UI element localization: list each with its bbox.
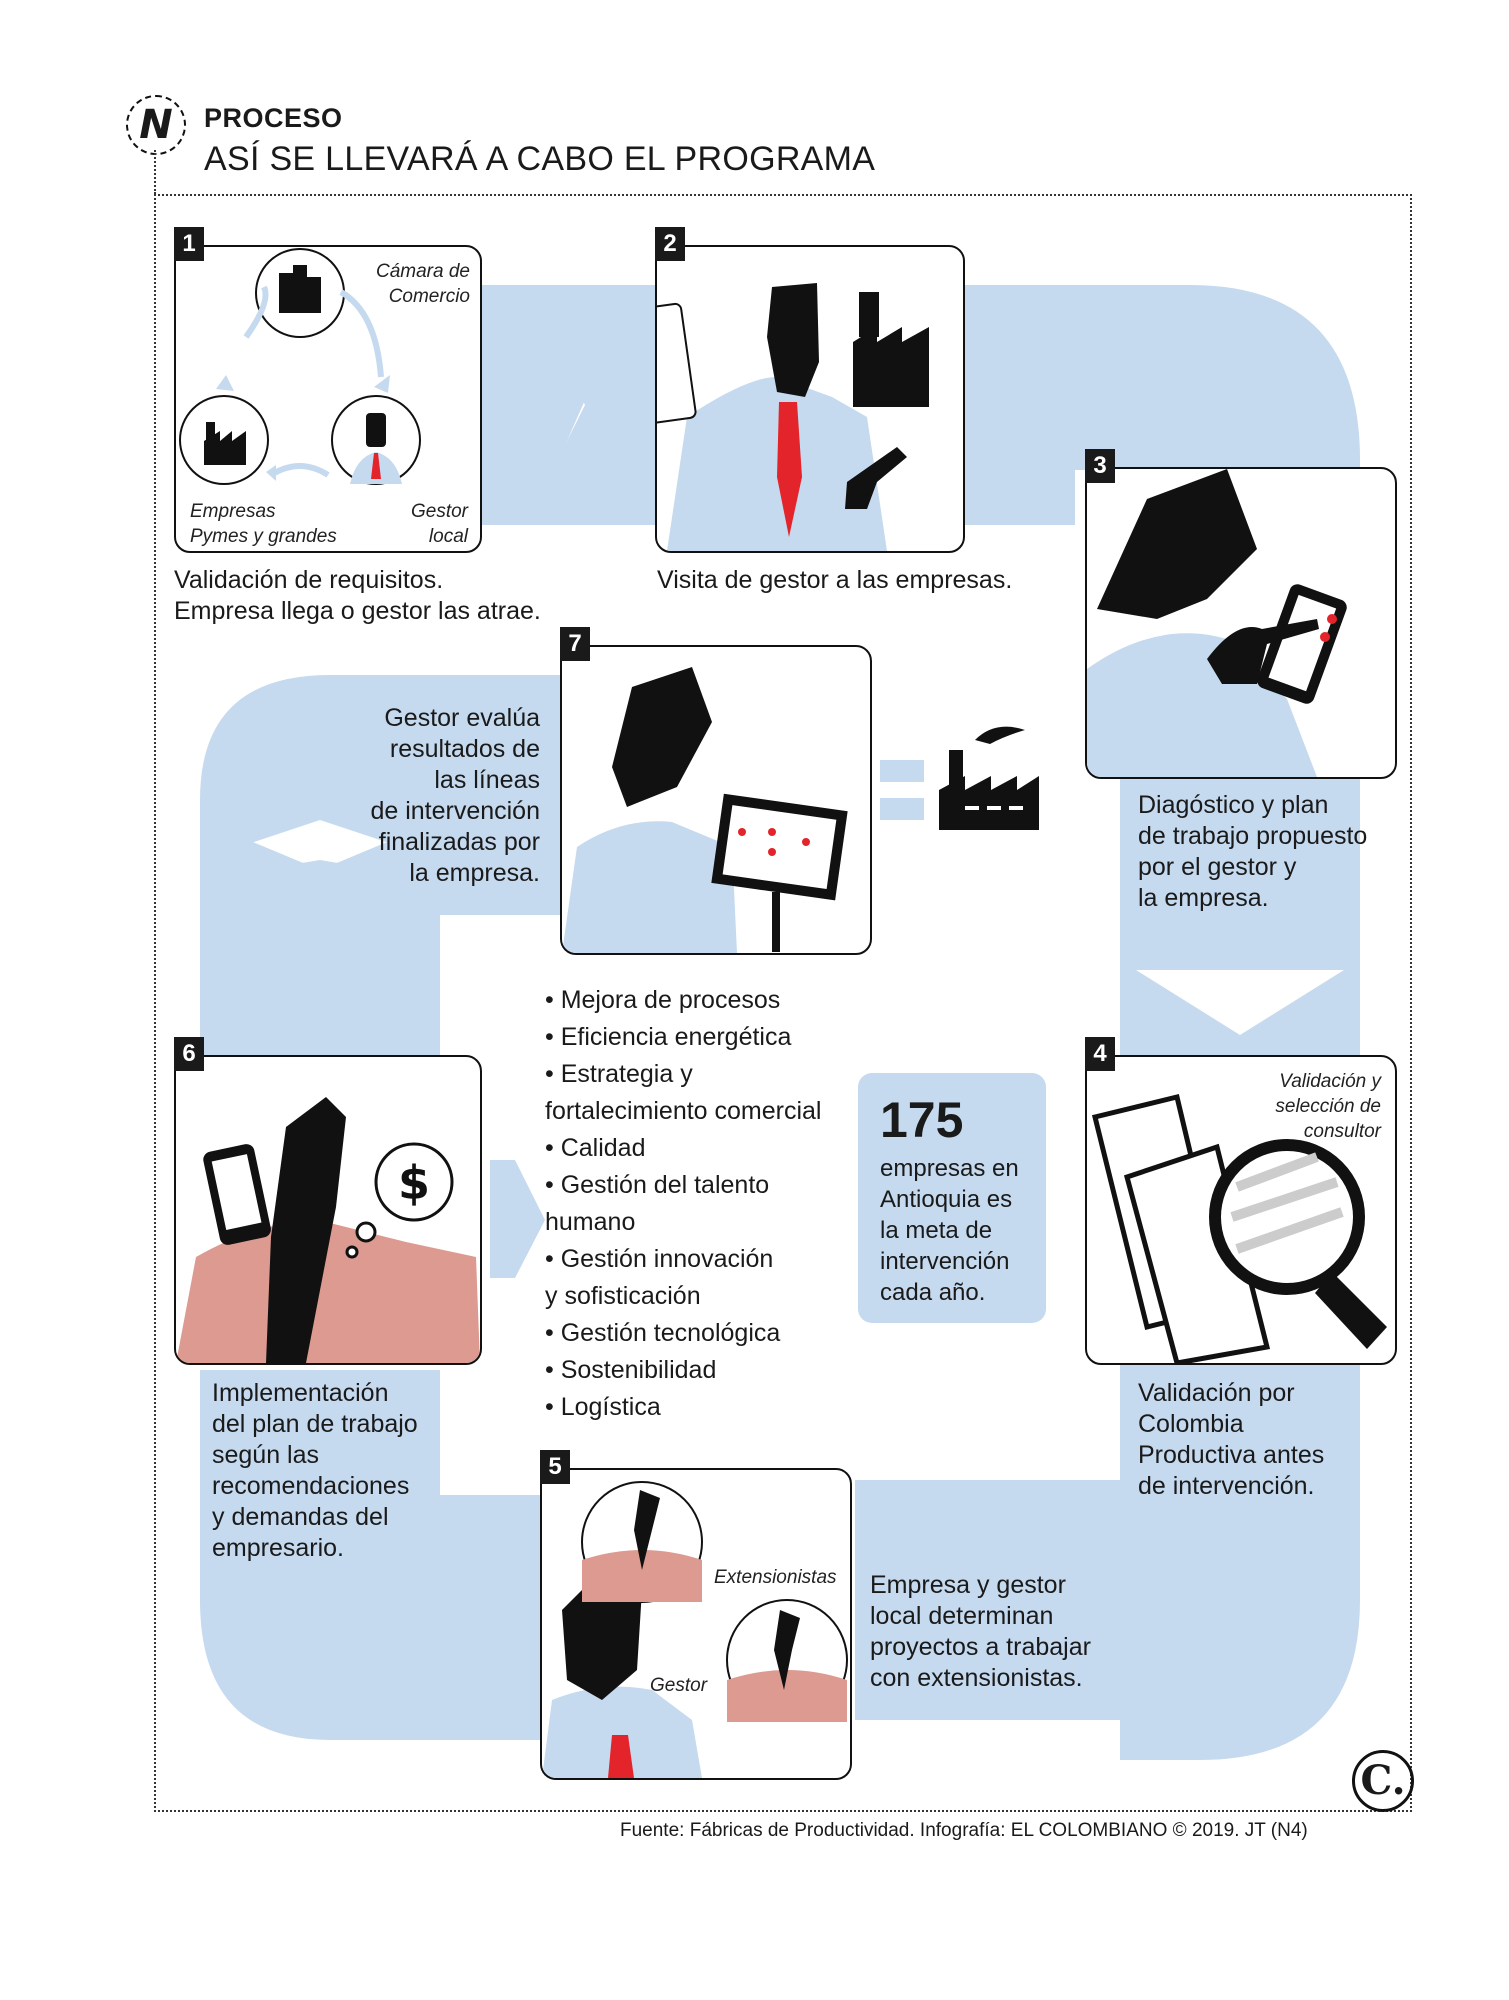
step-1-number: 1 xyxy=(174,227,204,261)
step-6-caption: Implementación del plan de trabajo según… xyxy=(212,1379,418,1562)
label-empresas: Empresas Pymes y grandes xyxy=(190,501,337,547)
step-4-caption: Validación por Colombia Productiva antes… xyxy=(1138,1379,1325,1500)
step-6-illustration: $ xyxy=(176,1097,480,1363)
label-gestor-local: Gestor local xyxy=(410,501,468,547)
list-item: • Eficiencia energética xyxy=(545,1023,792,1051)
step-5-panel: Extensionistas Gestor xyxy=(540,1468,852,1780)
manager-head-icon xyxy=(266,1097,346,1363)
manager-head-icon xyxy=(1097,469,1257,619)
hand-icon xyxy=(1207,619,1319,684)
pointing-hand-icon xyxy=(845,447,907,509)
list-item: • Sostenibilidad xyxy=(545,1356,717,1384)
list-item: • Mejora de procesos xyxy=(545,986,781,1014)
list-item: • Gestión tecnológica xyxy=(545,1319,781,1347)
step-6-number: 6 xyxy=(174,1037,204,1071)
dotted-frame xyxy=(154,194,1412,1812)
step-3-caption: Diagóstico y plan de trabajo propuesto p… xyxy=(1138,791,1368,912)
section-kicker: PROCESO xyxy=(204,103,343,133)
step-7-illustration xyxy=(562,667,848,953)
step-6-panel: $ xyxy=(174,1055,482,1365)
label-extensionistas: Extensionistas xyxy=(714,1567,837,1588)
manager-head-icon xyxy=(612,667,712,807)
step-1-illustration xyxy=(179,248,421,485)
step-2-illustration xyxy=(657,283,929,551)
step-5-caption: Empresa y gestor local determinan proyec… xyxy=(870,1571,1091,1692)
page-title: ASÍ SE LLEVARÁ A CABO EL PROGRAMA xyxy=(204,140,876,178)
money-thought-icon xyxy=(374,1142,454,1222)
step-3-number: 3 xyxy=(1085,449,1115,483)
list-item: • Calidad xyxy=(545,1134,646,1162)
step-2-panel xyxy=(655,245,965,553)
brand-n-logo-icon: N xyxy=(126,95,186,155)
label-camara: Cámara de Comercio xyxy=(376,261,470,307)
step-4-panel: Validación y selección de consultor xyxy=(1085,1055,1397,1365)
factory-result-icon xyxy=(939,726,1039,830)
stat-text: empresas en Antioquia es la meta de inte… xyxy=(880,1155,1019,1306)
manager-icon xyxy=(350,413,402,484)
step-2-number: 2 xyxy=(655,227,685,261)
clipboard-icon xyxy=(657,302,697,428)
step-7-caption: Gestor evalúa resultados de las líneas d… xyxy=(370,704,540,887)
list-item: • Gestión innovación y sofisticación xyxy=(545,1245,774,1310)
step-4-number: 4 xyxy=(1085,1037,1115,1071)
frame-stub xyxy=(154,150,156,194)
step-1-caption: Validación de requisitos. Empresa llega … xyxy=(174,566,541,625)
step-4-illustration xyxy=(1091,1093,1387,1363)
svg-text:$: $ xyxy=(398,1156,430,1210)
building-icon xyxy=(279,265,321,313)
step-7-number: 7 xyxy=(560,627,590,661)
list-item: • Estrategia y fortalecimiento comercial xyxy=(545,1060,822,1125)
label-gestor: Gestor xyxy=(650,1675,708,1696)
factory-icon xyxy=(204,422,246,465)
step-3-panel xyxy=(1085,467,1397,779)
red-tie-icon xyxy=(777,402,802,537)
manager-head-icon xyxy=(562,1570,642,1700)
stat-value: 175 xyxy=(880,1092,964,1148)
step-3-illustration xyxy=(1087,469,1347,777)
el-colombiano-logo-icon: C. xyxy=(1352,1750,1414,1812)
manager-head-icon xyxy=(767,283,819,397)
stat-box: 175 empresas en Antioquia es la meta de … xyxy=(858,1073,1046,1323)
factory-icon xyxy=(853,292,929,407)
step-7-panel xyxy=(560,645,872,955)
step-2-caption: Visita de gestor a las empresas. xyxy=(657,566,1013,594)
intervention-lines-list: • Mejora de procesos • Eficiencia energé… xyxy=(545,985,885,1429)
step-5-number: 5 xyxy=(540,1450,570,1484)
step-1-panel: Cámara de Comercio Empresas Pymes y gran… xyxy=(174,245,482,553)
list-item: • Logística xyxy=(545,1393,661,1421)
label-validacion-consultor: Validación y selección de consultor xyxy=(1275,1071,1381,1142)
source-credit: Fuente: Fábricas de Productividad. Infog… xyxy=(620,1820,1308,1841)
step-5-illustration xyxy=(542,1481,848,1778)
list-item: • Gestión del talento humano xyxy=(545,1171,770,1236)
